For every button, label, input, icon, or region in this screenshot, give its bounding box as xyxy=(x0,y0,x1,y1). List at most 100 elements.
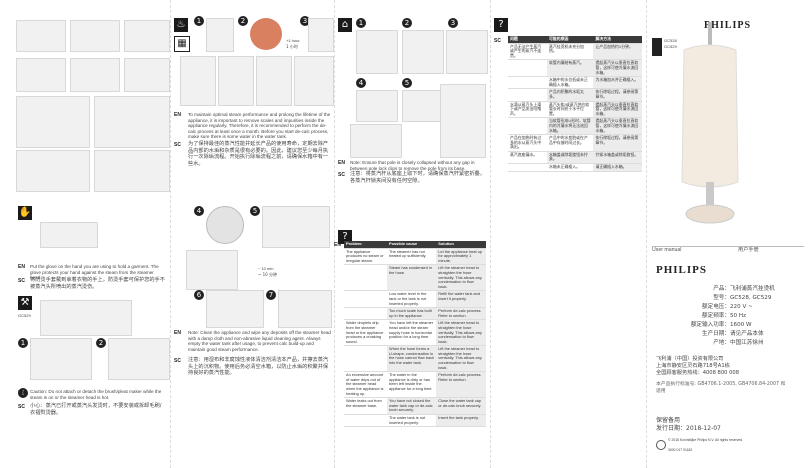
table-row: 水箱未正确插入。请正确插入水箱。 xyxy=(508,163,642,172)
lang-en-label: EN xyxy=(18,264,25,270)
decalc-icon: ♨ xyxy=(174,18,188,32)
step-number: 4 xyxy=(194,206,204,216)
illustration-garment xyxy=(124,20,170,52)
step-number: 2 xyxy=(238,16,248,26)
illustration-garment xyxy=(94,96,170,148)
dial-hour-label: +1 hour xyxy=(286,38,300,43)
illustration-step xyxy=(108,338,170,380)
table-cell: 产品中的水变脏或在产品中存放时间过长。 xyxy=(546,134,594,152)
lang-sc-label: SC xyxy=(494,38,501,44)
step-number: 4 xyxy=(356,78,366,88)
lang-en-label: EN xyxy=(174,112,181,118)
illustration-garment xyxy=(16,58,66,92)
spec-label: 生产日期： xyxy=(702,331,730,337)
spec-row: 额定频率：50 Hz xyxy=(690,311,746,319)
fold-line xyxy=(334,0,335,468)
illustration-step xyxy=(206,18,234,52)
dial-hour-label-zh: 1 小时 xyxy=(286,44,298,49)
table-row: Too much scale has built up in the appli… xyxy=(344,307,486,321)
table-cell: 水箱盖或除垢旋钮未拧紧。 xyxy=(546,151,594,165)
table-header-cell: 解决方法 xyxy=(593,36,642,44)
illustration-garment xyxy=(16,20,66,52)
spec-row: 生产日期：请见产品本体 xyxy=(690,329,764,337)
time-label-zh: ~ 10 分钟 xyxy=(258,272,277,277)
table-cell: Low water level in the tank or the tank … xyxy=(387,290,437,309)
lang-en-label: EN xyxy=(338,160,345,166)
table-header-cell: 可能的原因 xyxy=(546,36,594,44)
help-icon: ? xyxy=(494,18,508,32)
model-label: GC529 xyxy=(18,313,31,318)
table-cell: 提起蒸汽头以垂直拉直软管，这样可使冷凝水流回水箱。 xyxy=(593,117,642,136)
table-cell: An excessive amount of water drips out o… xyxy=(344,371,388,399)
table-cell: When the hose forms a U-shape, condensat… xyxy=(387,345,437,373)
table-cell: Too much scale has built up in the appli… xyxy=(387,307,437,321)
table-cell: The appliance produces no steam or irreg… xyxy=(344,248,388,266)
table-row: Low water level in the tank or the tank … xyxy=(344,290,486,309)
spec-label: 型号： xyxy=(713,295,730,301)
table-cell xyxy=(344,414,388,428)
spec-label: 产地： xyxy=(713,340,730,346)
lang-sc-label: SC xyxy=(174,142,181,148)
table-cell: 拧紧水箱盖或除垢旋钮。 xyxy=(593,151,642,165)
table-row: 软管内凝结有蒸汽。提起蒸汽头以垂直拉直软管，这样可使冷凝水流回水箱。 xyxy=(508,59,642,78)
table-cell: 执行除垢过程。请参阅第章节。 xyxy=(593,134,642,152)
lang-en-label: EN xyxy=(334,242,341,248)
illustration-garment xyxy=(70,20,120,52)
lang-en-label: EN xyxy=(174,330,181,336)
table-cell: Steam has condensed in the hose. xyxy=(387,264,437,292)
brand-logo: PHILIPS xyxy=(704,20,752,31)
table-cell xyxy=(508,76,547,90)
storage-note-zh: 注意：将蒸汽杆从底座上取下时，请确保蒸汽杆紧密折叠，各蒸汽杆锁夹间没有任何空隙。 xyxy=(350,171,485,184)
table-cell: 为水箱加水并正确插入。 xyxy=(593,76,642,90)
table-row: 产品内积聚的水垢太多。执行除垢过程。请参阅第章节。 xyxy=(508,88,642,102)
caution-text-en: Caution: Do not attach or detach the bru… xyxy=(30,389,162,400)
lang-sc-label: SC xyxy=(18,404,25,410)
table-row: Water leaks out from the steamer base.Yo… xyxy=(344,397,486,415)
table-cell: 产品在加热时有过多的水从蒸汽头中滴出。 xyxy=(508,134,547,152)
table-row: 当软管形成U形时，软管内的冷凝水将无法流回水箱。提起蒸汽头以垂直拉直软管，这样可… xyxy=(508,117,642,136)
step-number: 1 xyxy=(18,338,28,348)
table-cell: Lift the steamer head to straighten the … xyxy=(436,345,486,373)
table-cell: The water tank is not inserted properly. xyxy=(387,414,437,428)
decalc-text-en: To maintain optimal steam performance an… xyxy=(188,112,331,140)
company-line: 飞利浦（中国）投资有限公司 xyxy=(656,356,724,362)
glove-text-en: Put the glove on the hand you are using … xyxy=(30,264,159,281)
table-cell: 产品无法产生蒸汽或产生的蒸汽不连贯。 xyxy=(508,43,547,61)
glove-text-zh: 将防烫手套戴到拿着衣物的手上。防烫手套可保护您的手不被蒸汽头所喷出的蒸汽烫伤。 xyxy=(30,277,165,290)
spec-value: 1600 W xyxy=(730,322,752,328)
steamer-product-image xyxy=(681,22,739,224)
table-cell: 请正确插入水箱。 xyxy=(593,163,642,172)
illustration-step xyxy=(308,18,334,52)
spec-label: 产品： xyxy=(713,286,730,292)
table-row: 蒸汽底座漏水。水箱盖或除垢旋钮未拧紧。拧紧水箱盖或除垢旋钮。 xyxy=(508,151,642,165)
illustration-garment xyxy=(124,58,170,92)
table-cell xyxy=(508,163,547,172)
divider xyxy=(652,246,804,247)
table-row: An excessive amount of water drips out o… xyxy=(344,371,486,399)
table-header-cell: Problem xyxy=(344,241,388,249)
table-row: Water droplets drip from the steamer hea… xyxy=(344,319,486,347)
table-cell xyxy=(508,117,547,136)
troubleshooting-table-sc: 问题可能的原因解决方法 产品无法产生蒸汽或产生的蒸汽不连贯。蒸汽挂烫机未充分加热… xyxy=(508,36,642,172)
step-number: 5 xyxy=(402,78,412,88)
table-row: When the hose forms a U-shape, condensat… xyxy=(344,345,486,373)
model-number: GC528 xyxy=(664,38,677,43)
spec-value: GC528, GC529 xyxy=(730,295,772,301)
illustration-step xyxy=(402,30,444,74)
step-number: 5 xyxy=(250,206,260,216)
spec-row: 产地：中国江苏徐州 xyxy=(690,338,763,346)
table-cell: Water leaks out from the steamer base. xyxy=(344,397,388,415)
illustration-step xyxy=(206,290,264,328)
step-number: 3 xyxy=(448,18,458,28)
decalc-dial-icon xyxy=(206,206,244,244)
spec-row: 型号：GC528, GC529 xyxy=(690,293,771,301)
table-cell xyxy=(508,88,547,102)
illustration-step xyxy=(262,206,330,248)
decalc-dial-icon xyxy=(250,18,282,50)
fold-line xyxy=(646,0,647,468)
table-cell: 提起蒸汽头以垂直拉直软管，这样可使冷凝水流回水箱。 xyxy=(593,101,642,119)
lang-sc-label: SC xyxy=(338,172,345,178)
table-cell: 水箱中的水位低或未正确插入水箱。 xyxy=(546,76,594,90)
copyright-text: © 2018 Koninklijke Philips N.V. All righ… xyxy=(668,438,744,442)
table-cell: Let the appliance heat up for approximat… xyxy=(436,248,486,266)
